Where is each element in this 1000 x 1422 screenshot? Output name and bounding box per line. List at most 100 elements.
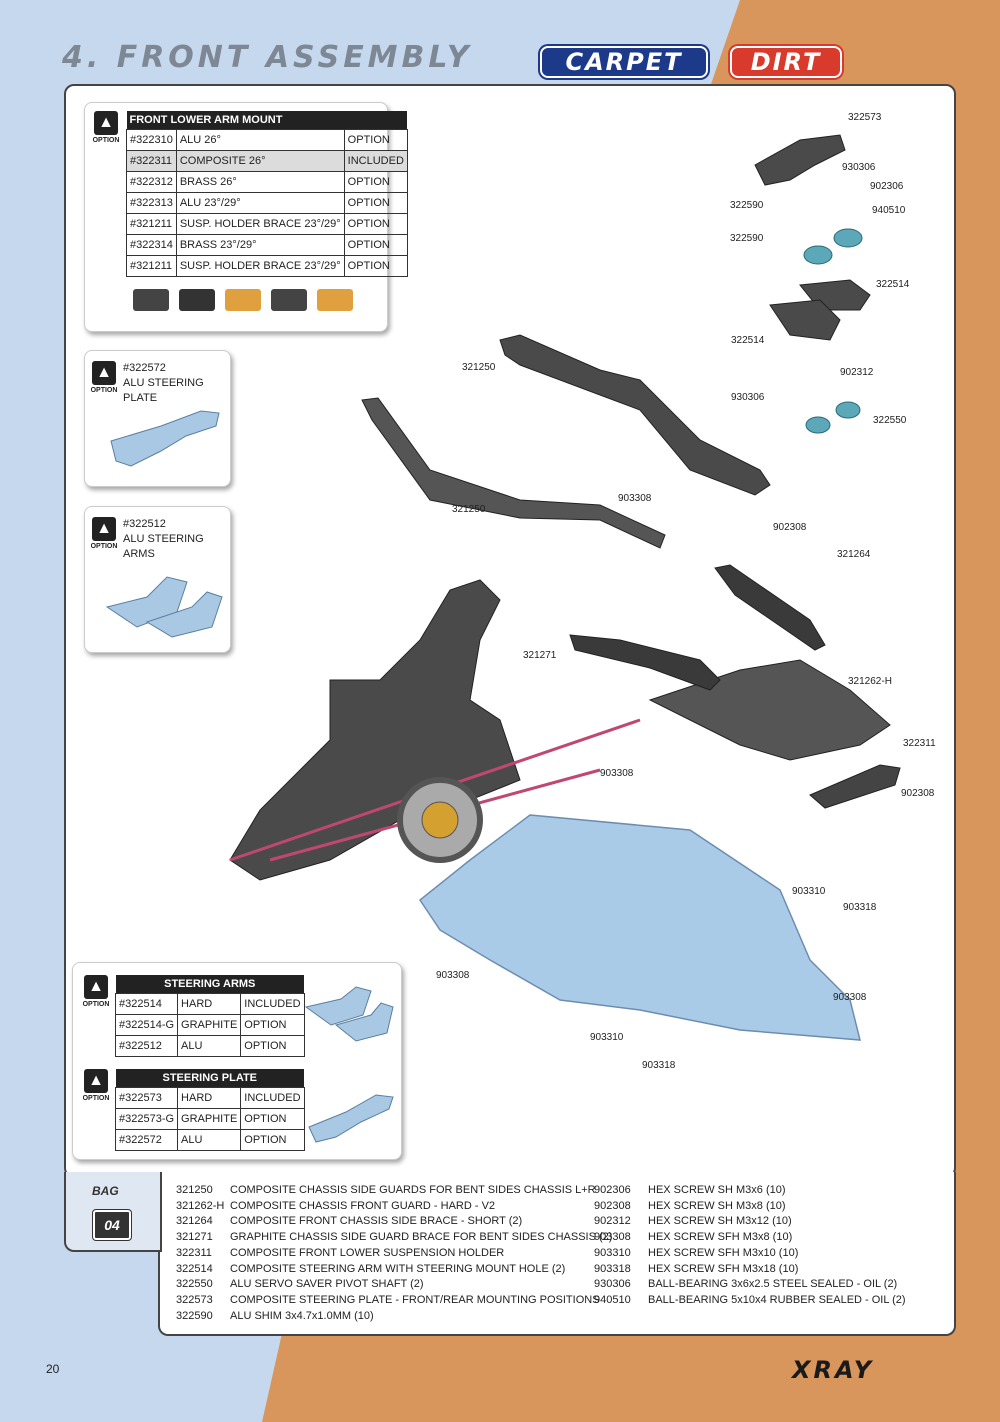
callout-903318: 903318 [843, 902, 877, 913]
callout-322514: 322514 [876, 279, 910, 290]
callout-930306: 930306 [842, 162, 876, 173]
page-number: 20 [46, 1362, 60, 1376]
callout-903308: 903308 [618, 493, 652, 504]
callout-903310: 903310 [792, 886, 826, 897]
side-brace-graphite [569, 564, 826, 691]
callout-322550: 322550 [873, 415, 907, 426]
callout-903318-b: 903318 [642, 1060, 676, 1071]
side-guard-lower [361, 397, 666, 549]
brand-logo: XRAY [792, 1356, 875, 1384]
callout-322590: 322590 [730, 200, 764, 211]
callout-902312: 902312 [840, 367, 874, 378]
page-title: 4. FRONT ASSEMBLY [62, 40, 473, 75]
callout-322311: 322311 [903, 738, 936, 749]
callout-902306: 902306 [870, 181, 904, 192]
table-title: STEERING ARMS [115, 975, 305, 994]
steering-arms [769, 279, 871, 341]
bag-label: BAG [92, 1184, 119, 1198]
table-title: FRONT LOWER ARM MOUNT [126, 111, 408, 130]
option-thumb-icon: ▲ OPTION [89, 517, 119, 550]
callout-903308-c: 903308 [436, 970, 470, 981]
option-part-number: #322512 [123, 518, 166, 530]
callout-322514-b: 322514 [731, 335, 765, 346]
option-part-name: ALU STEERING ARMS [123, 533, 204, 560]
table-title: STEERING PLATE [115, 1069, 305, 1088]
chassis-plate [418, 814, 861, 1041]
callout-902308-b: 902308 [901, 788, 935, 799]
option-thumb-icon: ▲ OPTION [81, 975, 111, 1008]
callout-321250-b: 321250 [452, 504, 486, 515]
steering-parts-image [304, 986, 394, 1143]
option-thumb-icon: ▲ OPTION [91, 111, 121, 144]
callout-940510: 940510 [872, 205, 906, 216]
suspension-holder [809, 764, 901, 809]
callout-902308: 902308 [773, 522, 807, 533]
dirt-badge: DIRT [730, 46, 842, 78]
option-thumb-icon: ▲ OPTION [89, 361, 119, 394]
steering-plate [754, 134, 846, 186]
callout-321262-h: 321262-H [848, 676, 892, 687]
carpet-badge: CARPET [540, 46, 708, 78]
alu-steering-arms-box: ▲ OPTION #322512 ALU STEERING ARMS [84, 506, 231, 653]
alu-steering-plate-image [110, 410, 220, 467]
option-part-name: ALU STEERING PLATE [123, 377, 204, 404]
callout-321250: 321250 [462, 362, 496, 373]
option-part-number: #322572 [123, 362, 166, 374]
callout-321264: 321264 [837, 549, 871, 560]
callout-322590-b: 322590 [730, 233, 764, 244]
callout-930306-b: 930306 [731, 392, 765, 403]
callout-322573: 322573 [848, 112, 882, 123]
callout-321271: 321271 [523, 650, 557, 661]
alu-steering-arms-image [105, 576, 223, 638]
bearings [803, 228, 863, 434]
bag-number: 04 [93, 1210, 131, 1240]
callout-903308-d: 903308 [833, 992, 867, 1003]
bag-box: BAG 04 [64, 1172, 162, 1252]
arm-mount-variants-image [133, 289, 353, 311]
callout-903308-b: 903308 [600, 768, 634, 779]
parts-list-panel [158, 1172, 956, 1336]
side-guard-upper [499, 334, 771, 496]
callout-903310-b: 903310 [590, 1032, 624, 1043]
bulkhead-and-arms [229, 579, 641, 881]
alu-steering-plate-box: ▲ OPTION #322572 ALU STEERING PLATE [84, 350, 231, 487]
option-thumb-icon: ▲ OPTION [81, 1069, 111, 1102]
